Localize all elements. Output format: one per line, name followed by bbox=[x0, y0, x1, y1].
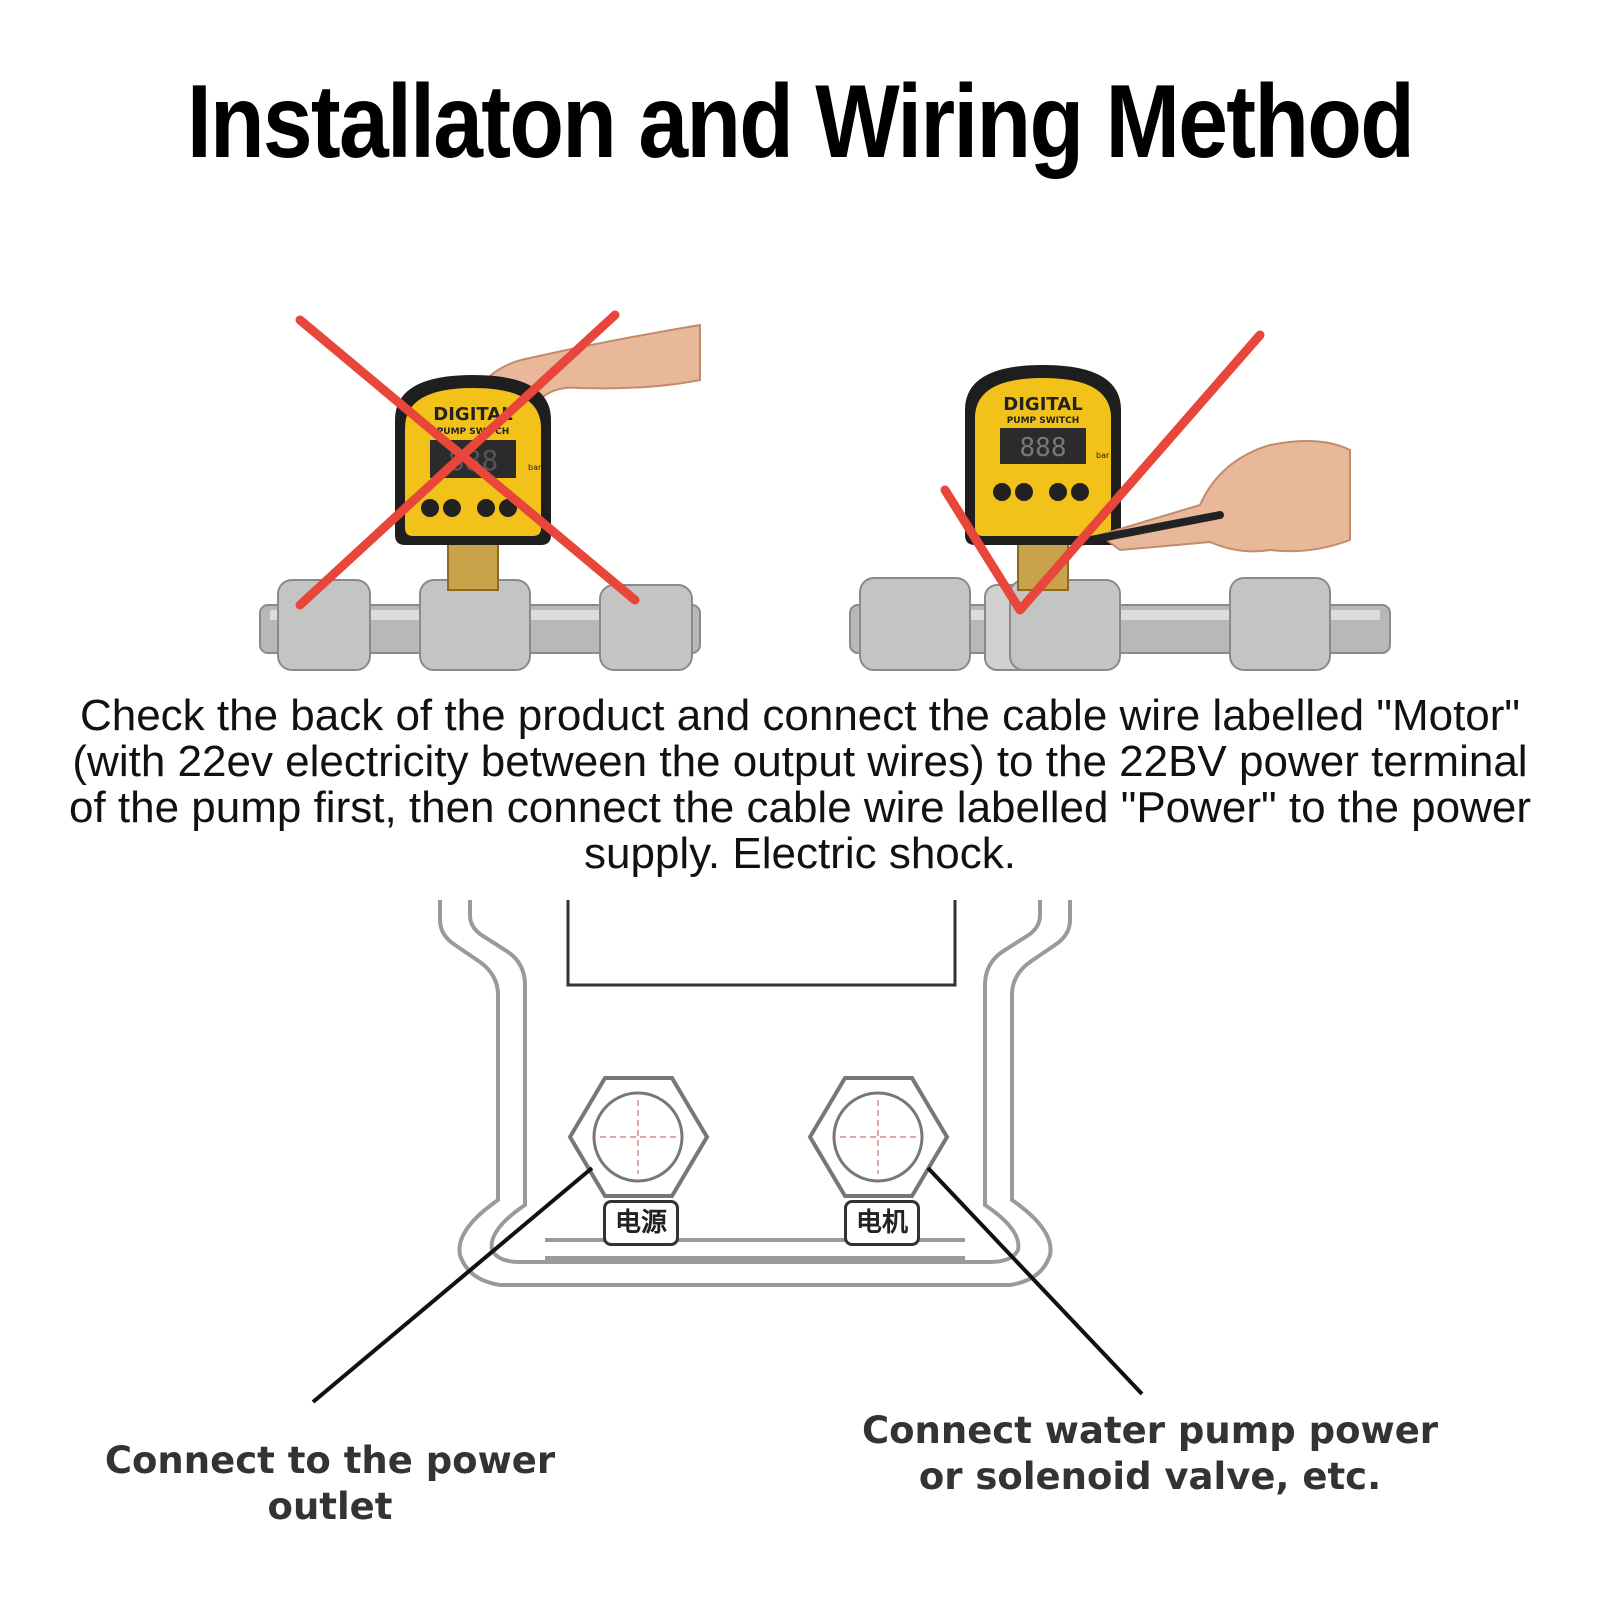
correct-check-mark bbox=[940, 330, 1265, 615]
correct-installation-photo: DIGITAL PUMP SWITCH 888 bar bbox=[840, 310, 1400, 680]
page-title: Installaton and Wiring Method bbox=[186, 64, 1415, 180]
power-port bbox=[567, 1076, 710, 1198]
device-unit: bar bbox=[1096, 451, 1110, 460]
power-port-label: 电源 bbox=[603, 1200, 679, 1246]
wrong-x-mark bbox=[295, 310, 640, 610]
device-unit: bar bbox=[528, 463, 542, 472]
device-brand-text: DIGITAL bbox=[1003, 394, 1082, 415]
pump-switch-device: DIGITAL PUMP SWITCH 888 bar bbox=[965, 365, 1121, 545]
device-subbrand-text: PUMP SWITCH bbox=[1007, 416, 1080, 426]
wrong-installation-photo: DIGITAL PUMP SWITCH 888 bar bbox=[230, 310, 710, 680]
device-display: 888 bbox=[1020, 433, 1067, 463]
power-leader-line bbox=[311, 1166, 594, 1404]
wiring-diagram: 电源 电机 bbox=[0, 900, 1600, 1605]
instructions-text: Check the back of the product and connec… bbox=[68, 691, 1532, 878]
motor-port bbox=[807, 1076, 950, 1198]
pump-connection-caption: Connect water pump power or solenoid val… bbox=[861, 1409, 1439, 1498]
device-brand-text: DIGITAL bbox=[433, 404, 512, 425]
power-outlet-caption: Connect to the power outlet bbox=[104, 1439, 556, 1528]
device-subbrand-text: PUMP SWITCH bbox=[437, 427, 510, 437]
motor-leader-line bbox=[926, 1166, 1144, 1396]
motor-port-label: 电机 bbox=[844, 1200, 920, 1246]
